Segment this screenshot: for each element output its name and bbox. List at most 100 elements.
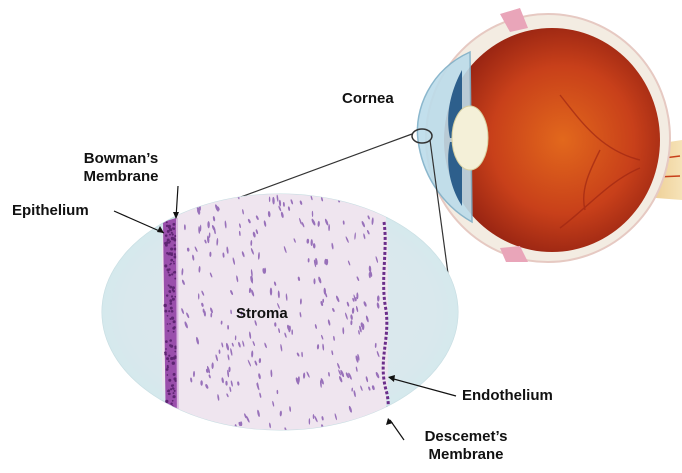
epithelium-cell [165, 348, 167, 350]
epithelium-cell [173, 373, 176, 376]
stroma-nucleus [205, 197, 208, 201]
epithelium-cell [174, 278, 176, 280]
epithelium-cell [173, 425, 176, 428]
epithelium-cell [172, 234, 174, 236]
epithelium-cell [172, 356, 175, 359]
epithelium-cell [172, 227, 174, 229]
stroma-nucleus [322, 299, 324, 303]
stroma-nucleus [187, 201, 190, 206]
epithelium-cell [167, 323, 169, 325]
epithelium-cell [164, 353, 167, 356]
epithelium-cell [171, 273, 173, 275]
epithelium-cell [170, 434, 172, 436]
epithelium-cell [169, 299, 172, 302]
stroma-nucleus [309, 418, 311, 425]
epithelium-cell [173, 392, 175, 394]
stroma-label: Stroma [236, 305, 288, 323]
stroma-nucleus [228, 367, 230, 373]
epithelium-cell [169, 234, 171, 236]
bowmans-membrane-label-line2: Membrane [66, 168, 176, 186]
epithelium-cell [174, 419, 177, 422]
epithelium-cell [171, 232, 173, 234]
epithelium-cell [169, 264, 171, 266]
epithelium-cell [172, 388, 174, 390]
epithelium-cell [169, 323, 171, 325]
eyeball-illustration [412, 8, 682, 262]
epithelium-cell [170, 247, 173, 250]
epithelium-cell [172, 400, 174, 402]
descemets-membrane-label: Descemet’s Membrane [404, 428, 528, 464]
descemets-membrane-label-line1: Descemet’s [404, 428, 528, 446]
epithelium-cell [170, 409, 173, 412]
epithelium-cell [164, 310, 167, 313]
epithelium-cell [174, 253, 176, 255]
epithelium-cell [168, 360, 170, 362]
epithelium-cell [169, 302, 172, 305]
epithelium-cell [166, 269, 169, 272]
stroma-nucleus [282, 430, 284, 436]
epithelium-cell [165, 340, 168, 343]
stroma-nucleus [371, 195, 375, 201]
epithelium-cell [173, 395, 176, 398]
epithelium-cell [169, 286, 172, 289]
epithelium-cell [173, 320, 176, 323]
eye-lens [452, 106, 488, 170]
epithelium-cell [172, 286, 175, 289]
epithelium-cell [166, 225, 169, 228]
epithelium-cell [173, 261, 175, 263]
epithelium-cell [168, 290, 171, 293]
epithelium-cell [165, 423, 168, 426]
epithelium-cell [167, 330, 169, 332]
epithelium-cell [169, 410, 171, 412]
epithelium-cell [174, 390, 176, 392]
epithelium-cell [173, 263, 175, 265]
epithelium-cell [166, 357, 169, 360]
epithelium-cell [166, 428, 168, 430]
epithelium-cell [168, 310, 170, 312]
epithelium-cell [164, 264, 167, 267]
endothelium-label: Endothelium [462, 387, 553, 405]
stroma-nucleus [379, 197, 381, 202]
epithelium-cell [166, 368, 169, 371]
epithelium-cell [167, 230, 170, 233]
stroma-nucleus [364, 200, 369, 208]
epithelium-cell [170, 307, 173, 310]
bowmans-membrane-label: Bowman’s Membrane [66, 150, 176, 186]
stroma-nucleus [202, 196, 204, 203]
epithelium-cell [170, 388, 172, 390]
epithelium-cell [168, 392, 171, 395]
epithelium-cell [166, 221, 168, 223]
epithelium-cell [174, 351, 176, 353]
epithelium-cell [168, 284, 170, 286]
stroma-nucleus [372, 415, 375, 422]
epithelium-cell [171, 237, 174, 240]
stroma-nucleus [334, 425, 336, 431]
epithelium-cell [172, 298, 175, 301]
epithelium-cell [164, 413, 166, 415]
cornea-label: Cornea [342, 90, 394, 108]
epithelium-cell [167, 315, 169, 317]
epithelium-cell [164, 304, 167, 307]
epithelium-cell [166, 294, 168, 296]
epithelium-cell [166, 252, 168, 254]
epithelium-cell [171, 317, 174, 320]
epithelium-cell [163, 422, 166, 425]
epithelium-cell [165, 234, 168, 237]
epithelium-layer [163, 218, 178, 440]
descemets-membrane-label-line2: Membrane [404, 446, 528, 464]
epithelium-cell [168, 272, 170, 274]
epithelium-cell [173, 409, 175, 411]
stroma-nucleus [337, 431, 340, 437]
epithelium-cell [169, 339, 172, 342]
stroma-nucleus [187, 201, 191, 208]
epithelium-cell [168, 431, 170, 433]
epithelium-cell [168, 431, 170, 433]
epithelium-cell [166, 241, 169, 244]
epithelium-cell [167, 389, 170, 392]
stroma-nucleus [209, 426, 213, 433]
epithelium-cell [172, 362, 175, 365]
epithelium-cell [174, 296, 176, 298]
epithelium-cell [168, 409, 171, 412]
epithelium-cell [172, 384, 174, 386]
